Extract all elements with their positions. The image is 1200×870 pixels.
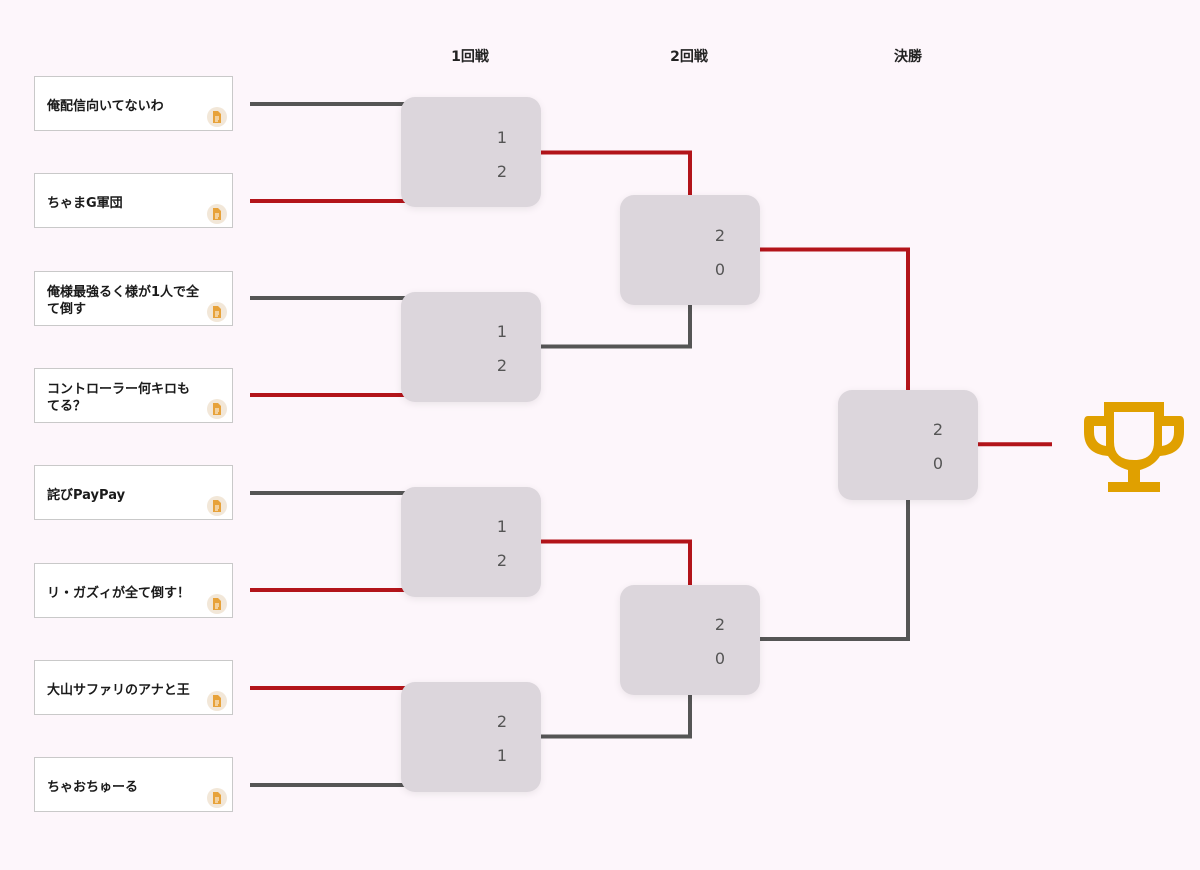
document-icon[interactable] [207,691,227,711]
team-name: 俺様最強るく様が1人で全て倒す [47,285,200,317]
document-icon[interactable] [207,788,227,808]
team-box-4[interactable]: コントローラー何キロもてる？ [34,368,233,423]
team-box-7[interactable]: 大山サファリのアナと王 [34,660,233,715]
score-r2-1-bottom: 0 [714,260,726,279]
team-name: 大山サファリのアナと王 [47,682,190,698]
document-icon[interactable] [207,107,227,127]
team-name: 詫びPayPay [47,487,126,503]
document-icon[interactable] [207,204,227,224]
connector-r3-1-top [690,247,910,445]
document-icon[interactable] [207,496,227,516]
team-name: ちゃおちゅーる [47,779,139,795]
score-r1-1-bottom: 2 [496,162,508,181]
trophy-icon [1084,402,1184,492]
match-box-r2-1[interactable] [620,195,760,305]
match-box-r1-4[interactable] [401,682,541,792]
score-r1-3-bottom: 2 [496,551,508,570]
team-box-3[interactable]: 俺様最強るく様が1人で全て倒す [34,271,233,326]
score-r2-2-top: 2 [714,615,726,634]
match-box-r1-3[interactable] [401,487,541,597]
team-box-1[interactable]: 俺配信向いてないわ [34,76,233,131]
document-icon[interactable] [207,399,227,419]
team-box-2[interactable]: ちゃまG軍団 [34,173,233,228]
score-r1-2-bottom: 2 [496,356,508,375]
score-r1-2-top: 1 [496,322,508,341]
match-box-final[interactable] [838,390,978,500]
score-r1-3-top: 1 [496,517,508,536]
score-r2-2-bottom: 0 [714,649,726,668]
score-r1-1-top: 1 [496,128,508,147]
score-final-bottom: 0 [932,454,944,473]
team-name: ちゃまG軍団 [47,195,123,211]
match-box-r1-2[interactable] [401,292,541,402]
match-box-r2-2[interactable] [620,585,760,695]
score-r1-4-top: 2 [496,712,508,731]
match-box-r1-1[interactable] [401,97,541,207]
score-final-top: 2 [932,420,944,439]
round-label-final: 決勝 [894,49,922,65]
score-r1-4-bottom: 1 [496,746,508,765]
connector-r3-1-bottom [690,444,910,641]
score-r2-1-top: 2 [714,226,726,245]
team-name: コントローラー何キロもてる？ [47,382,191,414]
team-box-8[interactable]: ちゃおちゅーる [34,757,233,812]
team-name: 俺配信向いてないわ [47,98,164,114]
team-box-6[interactable]: リ・ガズィが全て倒す！ [34,563,233,618]
document-icon[interactable] [207,594,227,614]
team-name: リ・ガズィが全て倒す！ [47,585,191,601]
round-label-2: 2回戦 [670,49,708,65]
team-box-5[interactable]: 詫びPayPay [34,465,233,520]
round-label-1: 1回戦 [451,49,489,65]
document-icon[interactable] [207,302,227,322]
